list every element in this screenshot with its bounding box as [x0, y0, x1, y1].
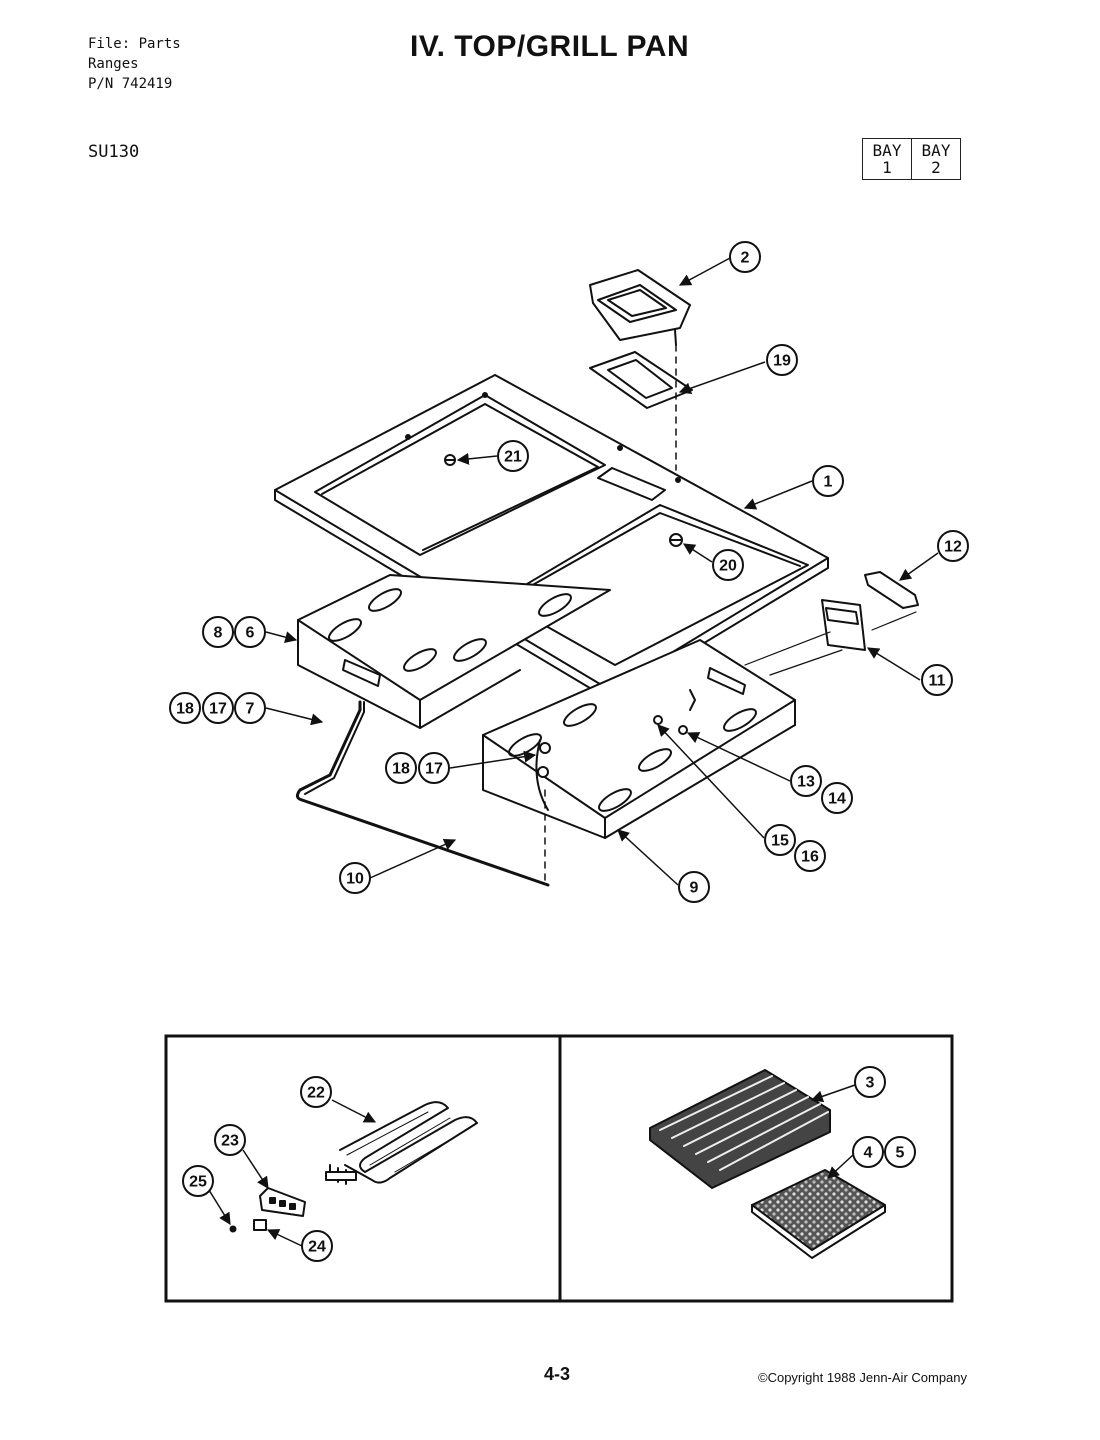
callout-1: 1	[824, 474, 833, 491]
copyright-notice: ©Copyright 1988 Jenn-Air Company	[758, 1370, 968, 1385]
callout-12: 12	[944, 539, 962, 556]
callout-19: 19	[773, 353, 791, 370]
callout-8: 8	[214, 625, 223, 642]
callout-17: 17	[209, 701, 227, 718]
callout-7: 7	[246, 701, 255, 718]
callout-18: 18	[392, 761, 410, 778]
callout-11: 11	[929, 673, 946, 690]
callout-16: 16	[801, 849, 819, 866]
part-12-bracket	[864, 571, 919, 609]
bay-number: 2	[931, 158, 941, 177]
callout-4: 4	[864, 1145, 873, 1162]
callout-18: 18	[176, 701, 194, 718]
callout-14: 14	[828, 791, 846, 808]
bay-cell: BAY 2	[911, 139, 960, 179]
callout-15: 15	[771, 833, 789, 850]
part-8-6-left-pan	[297, 574, 611, 729]
part-3-grill-grate	[649, 1069, 831, 1189]
part-11-receptacle	[821, 599, 866, 651]
part-24-nut	[253, 1219, 267, 1231]
file-line: P/N 742419	[88, 76, 173, 92]
callout-6: 6	[246, 625, 255, 642]
file-info: File: Parts Ranges P/N 742419	[88, 34, 181, 94]
screw-21	[444, 454, 456, 466]
page-number: 4-3	[544, 1364, 571, 1384]
part-9-right-pan	[482, 639, 796, 839]
model-number: SU130	[88, 142, 140, 162]
callout-25: 25	[189, 1174, 207, 1191]
part-10-element	[295, 700, 550, 887]
callout-22: 22	[307, 1085, 325, 1102]
screw-20	[669, 533, 683, 547]
callout-21: 21	[504, 449, 522, 466]
callout-3: 3	[866, 1075, 875, 1092]
callout-13: 13	[797, 774, 815, 791]
part-23-terminal-block	[259, 1187, 306, 1217]
callout-5: 5	[896, 1145, 905, 1162]
bay-number: 1	[882, 158, 892, 177]
page-title: IV. TOP/GRILL PAN	[410, 30, 690, 63]
bay-box: BAY 1 BAY 2	[862, 138, 961, 180]
part-2-cover	[589, 269, 691, 346]
callout-24: 24	[308, 1239, 326, 1256]
part-4-5-rock-tray	[751, 1169, 886, 1259]
accessories-box	[164, 1034, 954, 1303]
callouts	[169, 241, 969, 903]
callout-17: 17	[425, 761, 443, 778]
part-22-coil	[325, 1101, 478, 1185]
bay-label: BAY	[872, 141, 902, 160]
part-25-screw	[229, 1225, 237, 1233]
callout-10: 10	[346, 871, 364, 888]
file-line: Ranges	[88, 56, 139, 72]
callout-9: 9	[690, 880, 699, 897]
callout-2: 2	[741, 250, 750, 267]
bay-cell: BAY 1	[863, 139, 911, 179]
bay-label: BAY	[921, 141, 951, 160]
file-line: File: Parts	[88, 36, 181, 52]
callout-20: 20	[719, 558, 737, 575]
callout-23: 23	[221, 1133, 239, 1150]
